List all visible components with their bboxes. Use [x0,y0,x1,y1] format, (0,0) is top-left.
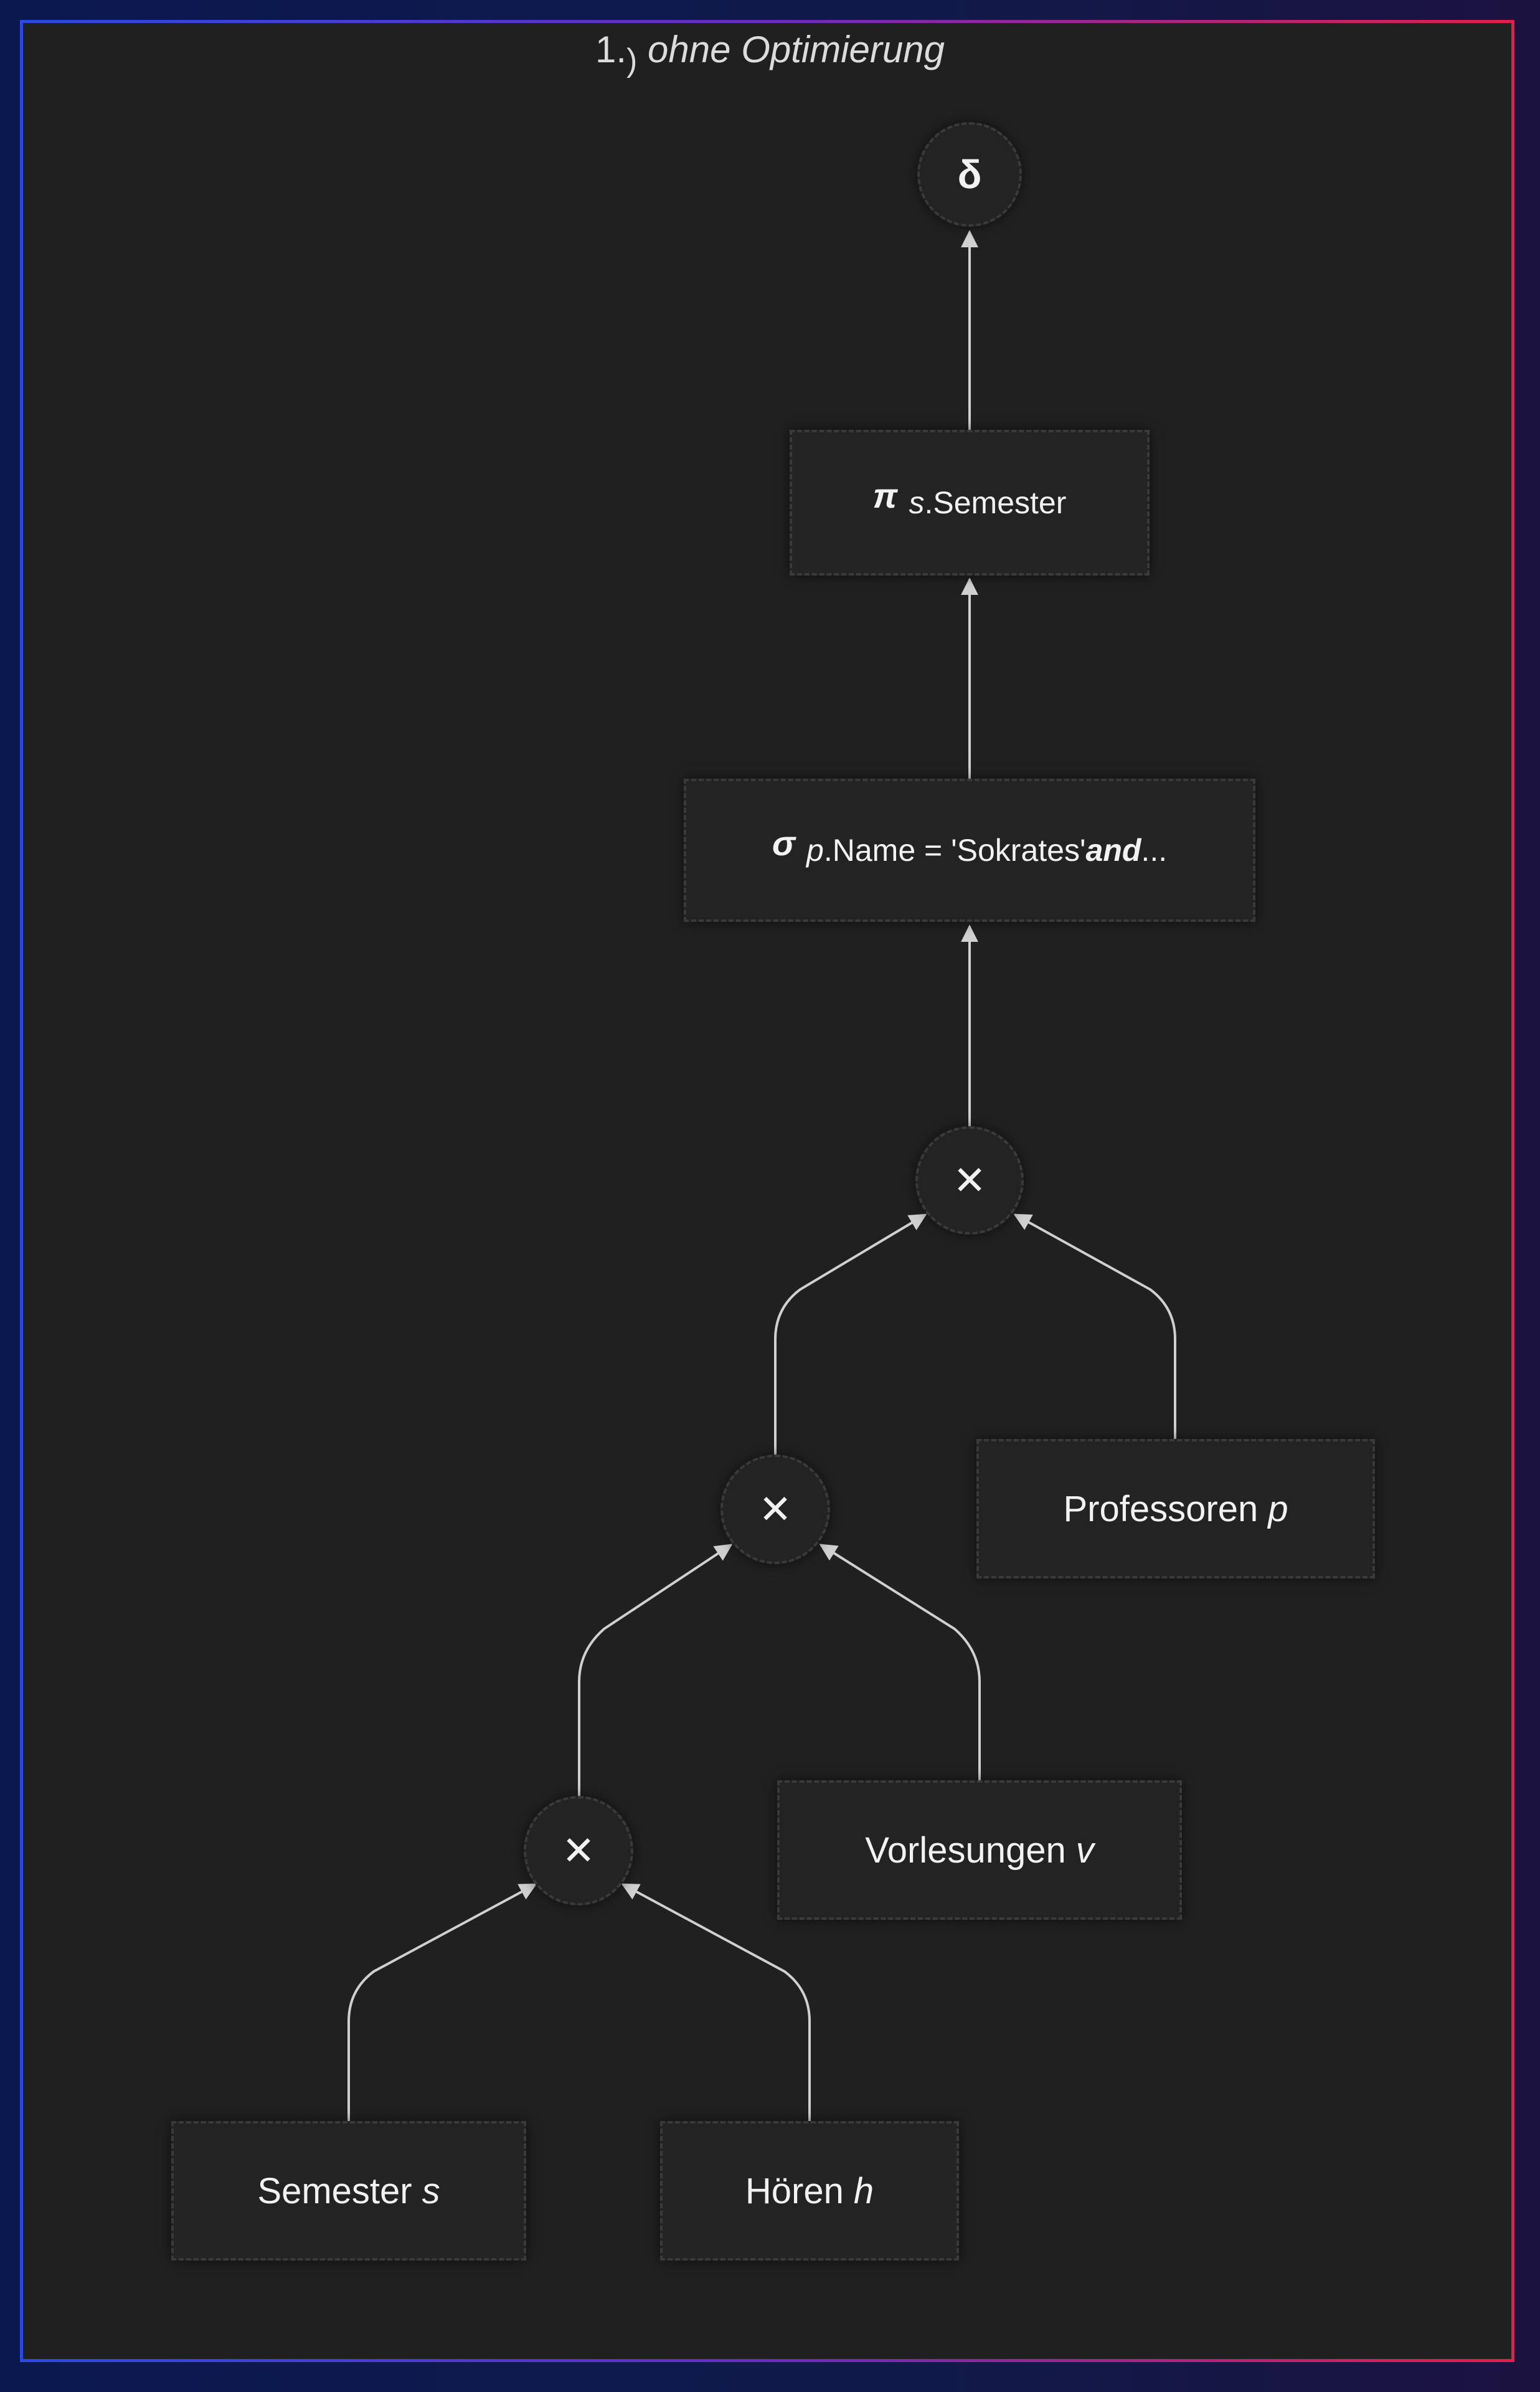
hoeren-name: Hören [745,2170,844,2211]
selection-condition: .Name = 'Sokrates' [823,833,1086,868]
professoren-name: Professoren [1063,1488,1259,1529]
cross-product-top-node: ✕ [915,1126,1024,1235]
sigma-symbol: σ [772,823,796,863]
semester-name: Semester [257,2170,412,2211]
professoren-alias: p [1268,1488,1288,1529]
cross-product-mid-node: ✕ [720,1455,830,1564]
projection-node: π s.Semester [790,430,1150,576]
dedup-node: δ [917,122,1022,227]
selection-ellipsis: ... [1141,833,1168,868]
vorlesungen-alias: v [1075,1830,1094,1871]
vorlesungen-name: Vorlesungen [865,1830,1066,1871]
semester-alias: s [422,2170,440,2211]
pi-symbol: π [872,475,898,515]
cross-top-symbol: ✕ [953,1157,986,1203]
edge-hoeren-to-crossbottom [621,1883,811,2121]
selection-node: σ p.Name = 'Sokrates' and... [684,779,1255,922]
projection-attr: .Semester [924,485,1067,520]
projection-var: s [909,485,925,520]
diagram-title: 1.) ohne Optimierung [0,25,1540,78]
cross-product-bottom-node: ✕ [524,1796,633,1906]
selection-var: p [806,833,824,868]
edge-vorlesungen-to-crossmid [819,1544,981,1780]
selection-and: and [1085,833,1141,868]
edge-crossmid-to-crosstop [774,1213,927,1455]
title-number: 1. [595,29,627,70]
diagram-canvas [20,20,1514,2362]
title-text: ohne Optimierung [648,29,945,70]
delta-symbol: δ [957,152,982,197]
hoeren-alias: h [853,2170,874,2211]
cross-bottom-symbol: ✕ [562,1828,595,1873]
edge-semester-to-crossbottom [347,1883,537,2121]
title-paren: ) [626,42,638,78]
edge-professoren-to-crosstop [1013,1213,1176,1439]
cross-mid-symbol: ✕ [758,1486,792,1532]
edge-crossbottom-to-crossmid [578,1544,733,1796]
